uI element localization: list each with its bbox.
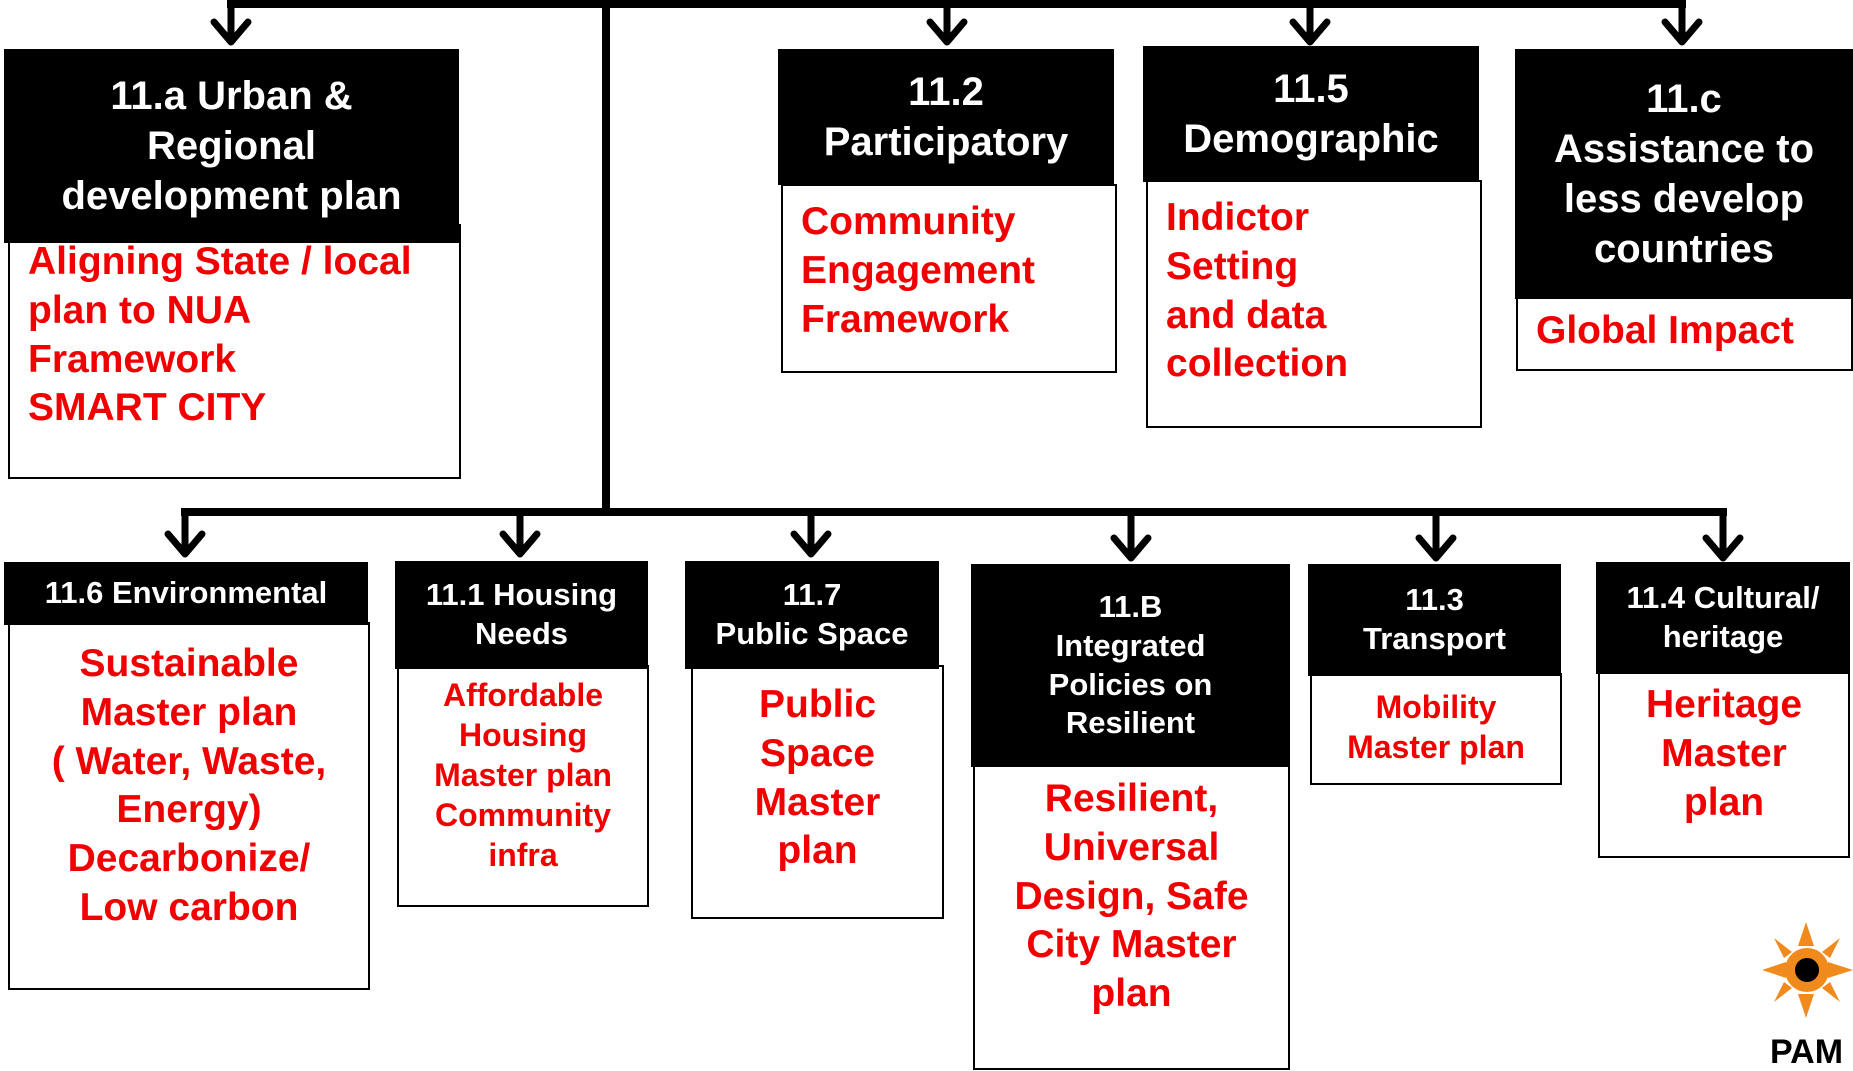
body-line: Low carbon — [79, 885, 299, 929]
node-header: 11.6 Environmental — [4, 562, 368, 625]
sun-core-icon — [1795, 958, 1819, 982]
body-line: Aligning State / local — [28, 240, 412, 283]
body-line: Master — [754, 780, 881, 824]
body-line: Sustainable — [79, 642, 299, 685]
body-line: Master plan — [80, 690, 298, 734]
body-line: ( Water, Waste, — [51, 739, 327, 783]
header-line: 11.c — [1646, 77, 1722, 121]
node-body: Mobility Master plan — [1310, 673, 1562, 785]
header-line: Regional — [147, 124, 316, 168]
pam-logo: PAM — [1762, 922, 1853, 1071]
node-body: Global Impact — [1516, 297, 1853, 371]
body-line: Community — [801, 200, 1016, 243]
node-header: 11.c Assistance to less develop countrie… — [1515, 49, 1853, 299]
header-line: 11.7 — [782, 577, 842, 613]
body-line: Setting — [1166, 244, 1299, 288]
body-line: Housing — [459, 717, 587, 753]
body-line: City Master — [1026, 923, 1237, 967]
node-body: Sustainable Master plan ( Water, Waste, … — [8, 622, 370, 990]
node-header: 11.7 Public Space — [685, 561, 939, 669]
header-line: Resilient — [1065, 705, 1196, 741]
header-line: Participatory — [823, 120, 1069, 164]
logo-text: PAM — [1770, 1033, 1843, 1071]
header-line: 11.3 — [1405, 582, 1464, 618]
header-line: Transport — [1363, 621, 1506, 656]
node-header: 11.1 Housing Needs — [395, 561, 648, 669]
body-line: SMART CITY — [28, 386, 267, 430]
header-line: 11.2 — [908, 70, 984, 114]
header-line: heritage — [1662, 619, 1784, 654]
header-line: 11.4 Cultural/ — [1626, 580, 1820, 616]
header-line: Needs — [474, 616, 569, 651]
node-body: Public Space Master plan — [691, 665, 944, 919]
body-line: Space — [760, 731, 875, 775]
node-header: 11.2 Participatory — [778, 49, 1114, 185]
header-line: 11.5 — [1273, 67, 1349, 111]
node-body: Indictor Setting and data collection — [1146, 180, 1482, 428]
body-line: Framework — [801, 297, 1010, 341]
node-header: 11.5 Demographic — [1143, 46, 1479, 182]
header-line: Demographic — [1183, 117, 1439, 161]
node-body: Affordable Housing Master plan Community… — [397, 665, 649, 907]
node-header: 11.4 Cultural/ heritage — [1596, 562, 1850, 674]
node-body: Resilient, Universal Design, Safe City M… — [973, 765, 1290, 1070]
body-line: Engagement — [801, 248, 1036, 292]
body-line: and data — [1166, 293, 1327, 337]
node-body: Community Engagement Framework — [781, 184, 1117, 373]
body-line: Mobility — [1375, 689, 1497, 725]
body-line: Master plan — [1347, 729, 1525, 765]
header-line: Assistance to — [1553, 127, 1815, 171]
header-line: 11.B — [1098, 589, 1163, 624]
body-line: Energy) — [116, 788, 262, 832]
body-line: Community — [435, 797, 611, 833]
body-line: plan — [777, 829, 858, 873]
body-line: plan — [1091, 972, 1172, 1015]
body-line: Master — [1661, 731, 1787, 775]
header-line: 11.6 Environmental — [44, 575, 328, 611]
header-line: Public Space — [715, 616, 909, 651]
header-line: countries — [1593, 227, 1775, 271]
body-line: Design, Safe — [1014, 874, 1249, 918]
header-line: less develop — [1563, 177, 1805, 221]
body-line: Resilient, — [1044, 777, 1219, 820]
header-line: Policies on — [1048, 666, 1213, 702]
body-line: Heritage — [1645, 683, 1803, 726]
node-header: 11.3 Transport — [1308, 564, 1561, 676]
node-body: Aligning State / local plan to NUA Frame… — [8, 224, 461, 479]
body-line: Universal — [1043, 825, 1220, 869]
body-line: infra — [488, 837, 558, 873]
body-line: collection — [1166, 342, 1349, 386]
node-body: Heritage Master plan — [1598, 671, 1850, 858]
body-line: Affordable — [443, 677, 603, 713]
header-line: 11.1 Housing — [425, 577, 618, 613]
body-line: plan to NUA — [28, 288, 252, 332]
node-header: 11.a Urban & Regional development plan — [4, 49, 459, 243]
header-line: 11.a Urban & — [110, 74, 353, 118]
body-line: Indictor — [1166, 196, 1309, 239]
body-line: Framework — [28, 337, 237, 381]
node-header: 11.B Integrated Policies on Resilient — [971, 564, 1290, 767]
header-line: development plan — [61, 174, 402, 218]
body-line: plan — [1683, 780, 1765, 824]
header-line: Integrated — [1055, 627, 1206, 663]
body-line: Public — [758, 683, 877, 726]
body-line: Decarbonize/ — [67, 837, 311, 880]
body-line: Master plan — [434, 757, 612, 793]
body-line: Global Impact — [1536, 309, 1794, 352]
